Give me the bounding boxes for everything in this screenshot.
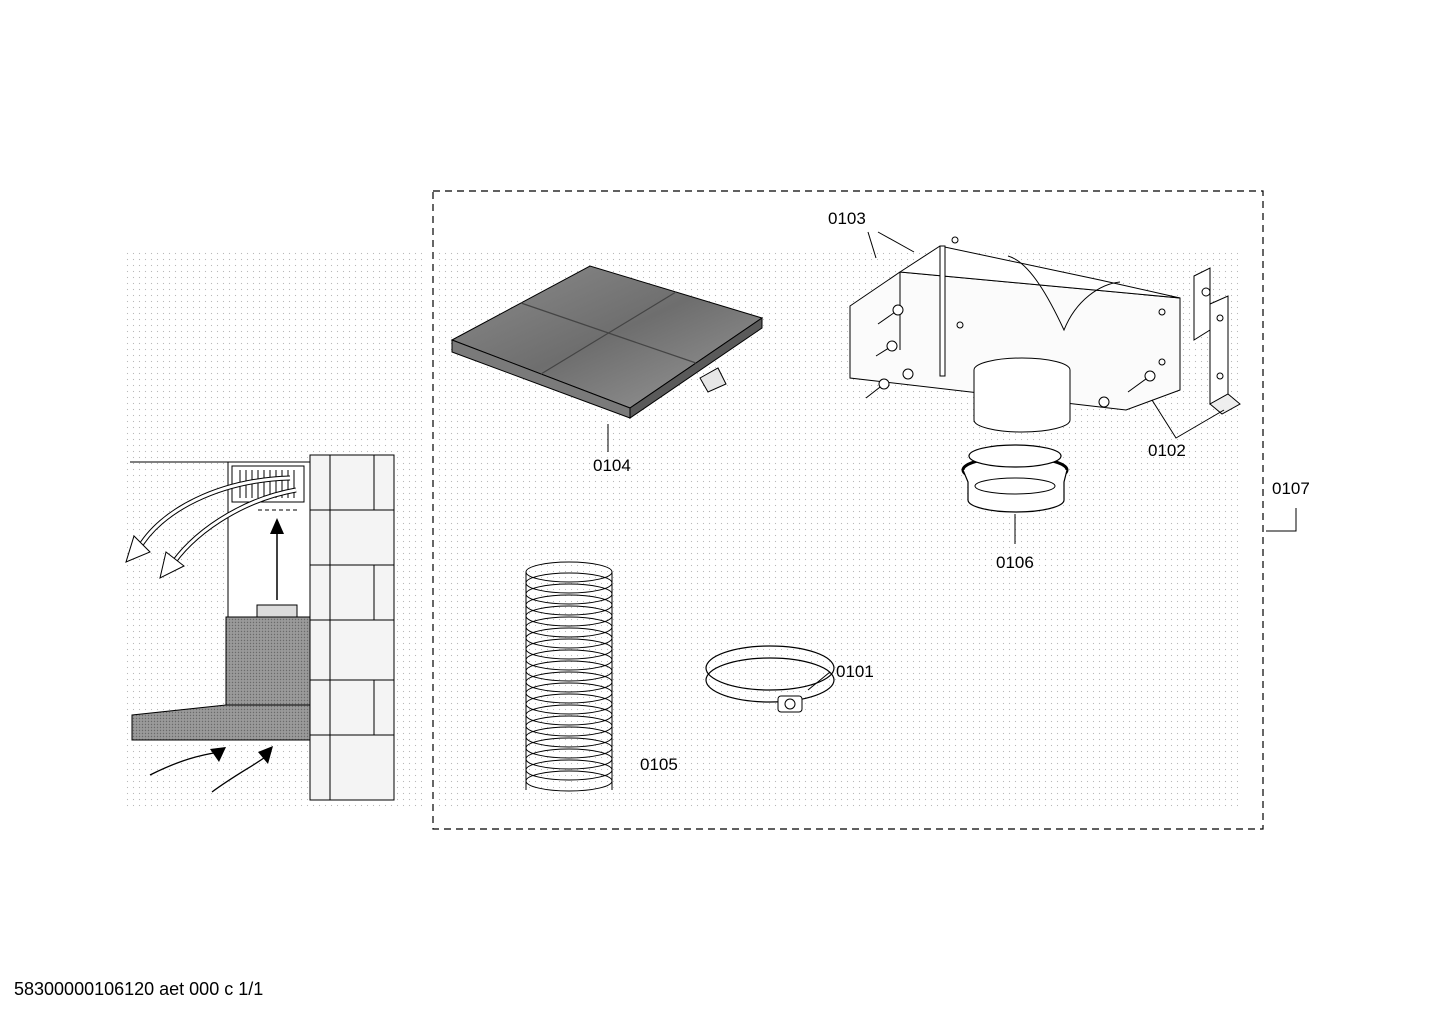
- carbon-filter-part[interactable]: [450, 265, 764, 452]
- bracket-box-part[interactable]: [849, 231, 1181, 433]
- wall-bracket-label: 0102: [1148, 441, 1186, 460]
- filter-label: 0104: [593, 456, 631, 475]
- flexible-duct-part[interactable]: [525, 561, 613, 792]
- kit-group-label: 0107: [1272, 479, 1310, 498]
- drawing-code: 58300000106120 aet 000 c 1/1: [14, 979, 264, 999]
- flexible-duct-label: 0105: [640, 755, 678, 774]
- brick-wall: [309, 454, 395, 801]
- adapter-ring-part[interactable]: [961, 444, 1069, 544]
- installation-illustration: [122, 250, 422, 810]
- kit-group-leader: [1266, 508, 1297, 532]
- hose-clamp-label: 0101: [836, 662, 874, 681]
- wall-bracket-part[interactable]: [1151, 267, 1241, 439]
- bracket-box-label: 0103: [828, 209, 866, 228]
- hose-clamp-part[interactable]: [705, 645, 835, 713]
- adapter-ring-label: 0106: [996, 553, 1034, 572]
